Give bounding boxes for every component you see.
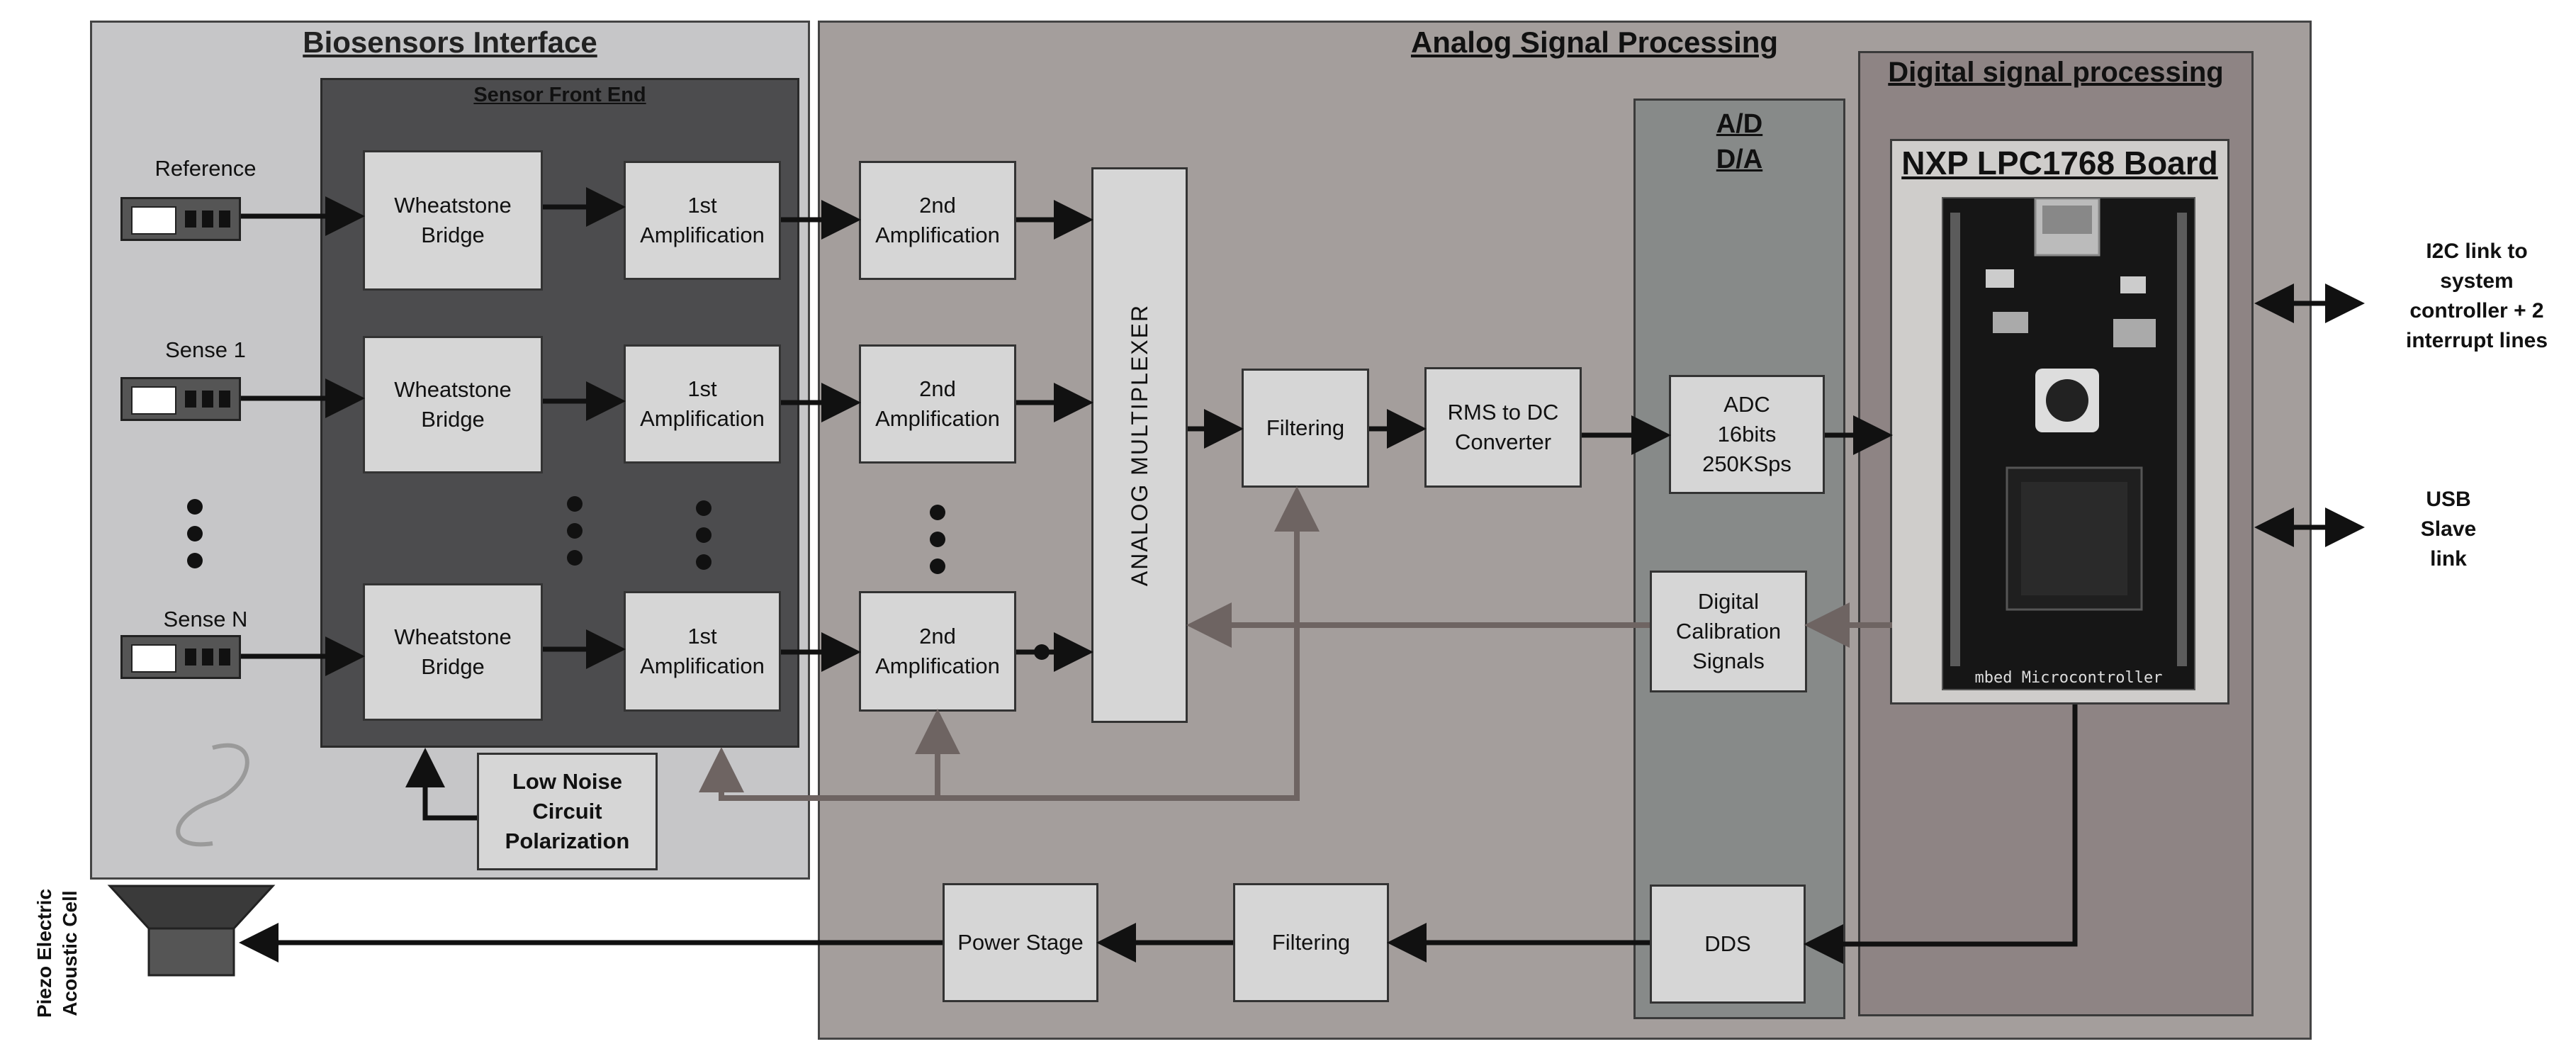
mbed-board-image: mbed Microcontroller <box>1942 197 2195 690</box>
ellipsis-dot <box>187 499 203 515</box>
ellipsis-dot <box>930 532 945 547</box>
arrow-board-to-dds <box>1804 704 2078 964</box>
power-stage-block: Power Stage <box>943 883 1098 1002</box>
ellipsis-dot <box>696 527 712 543</box>
arrow-lownoise-to-bridge <box>405 748 477 821</box>
sensor-front-end-title: Sensor Front End <box>473 84 646 106</box>
ad-da-panel <box>1633 99 1845 1019</box>
ellipsis-dot <box>567 523 583 539</box>
reference-label: Reference <box>154 156 257 181</box>
board-caption: mbed Microcontroller <box>1975 669 2163 687</box>
ellipsis-dot <box>567 550 583 566</box>
digital-title: Digital signal processing <box>1888 57 2224 88</box>
junction-dot <box>1034 644 1050 660</box>
board-illustration: mbed Microcontroller <box>1950 197 2187 687</box>
ellipsis-dot <box>567 496 583 512</box>
ellipsis-dot <box>930 558 945 574</box>
wave-decoration-icon <box>176 743 249 847</box>
analog-multiplexer: ANALOG MULTIPLEXER <box>1091 167 1188 723</box>
ellipsis-dot <box>696 554 712 570</box>
sense1-connector-icon <box>120 377 241 421</box>
analog-title: Analog Signal Processing <box>1410 26 1779 59</box>
biosensors-title: Biosensors Interface <box>303 26 597 59</box>
piezo-speaker-icon <box>107 885 276 977</box>
ellipsis-dot <box>187 526 203 541</box>
ellipsis-dot <box>187 553 203 568</box>
ellipsis-dot <box>930 505 945 520</box>
board-title: NXP LPC1768 Board <box>1901 145 2218 181</box>
reference-connector-icon <box>120 197 241 241</box>
senseN-label: Sense N <box>163 607 248 631</box>
ellipsis-dot <box>696 500 712 516</box>
senseN-connector-icon <box>120 635 241 679</box>
filtering-block: Filtering <box>1242 369 1369 488</box>
output-filtering-block: Filtering <box>1233 883 1389 1002</box>
sense1-label: Sense 1 <box>165 337 246 362</box>
